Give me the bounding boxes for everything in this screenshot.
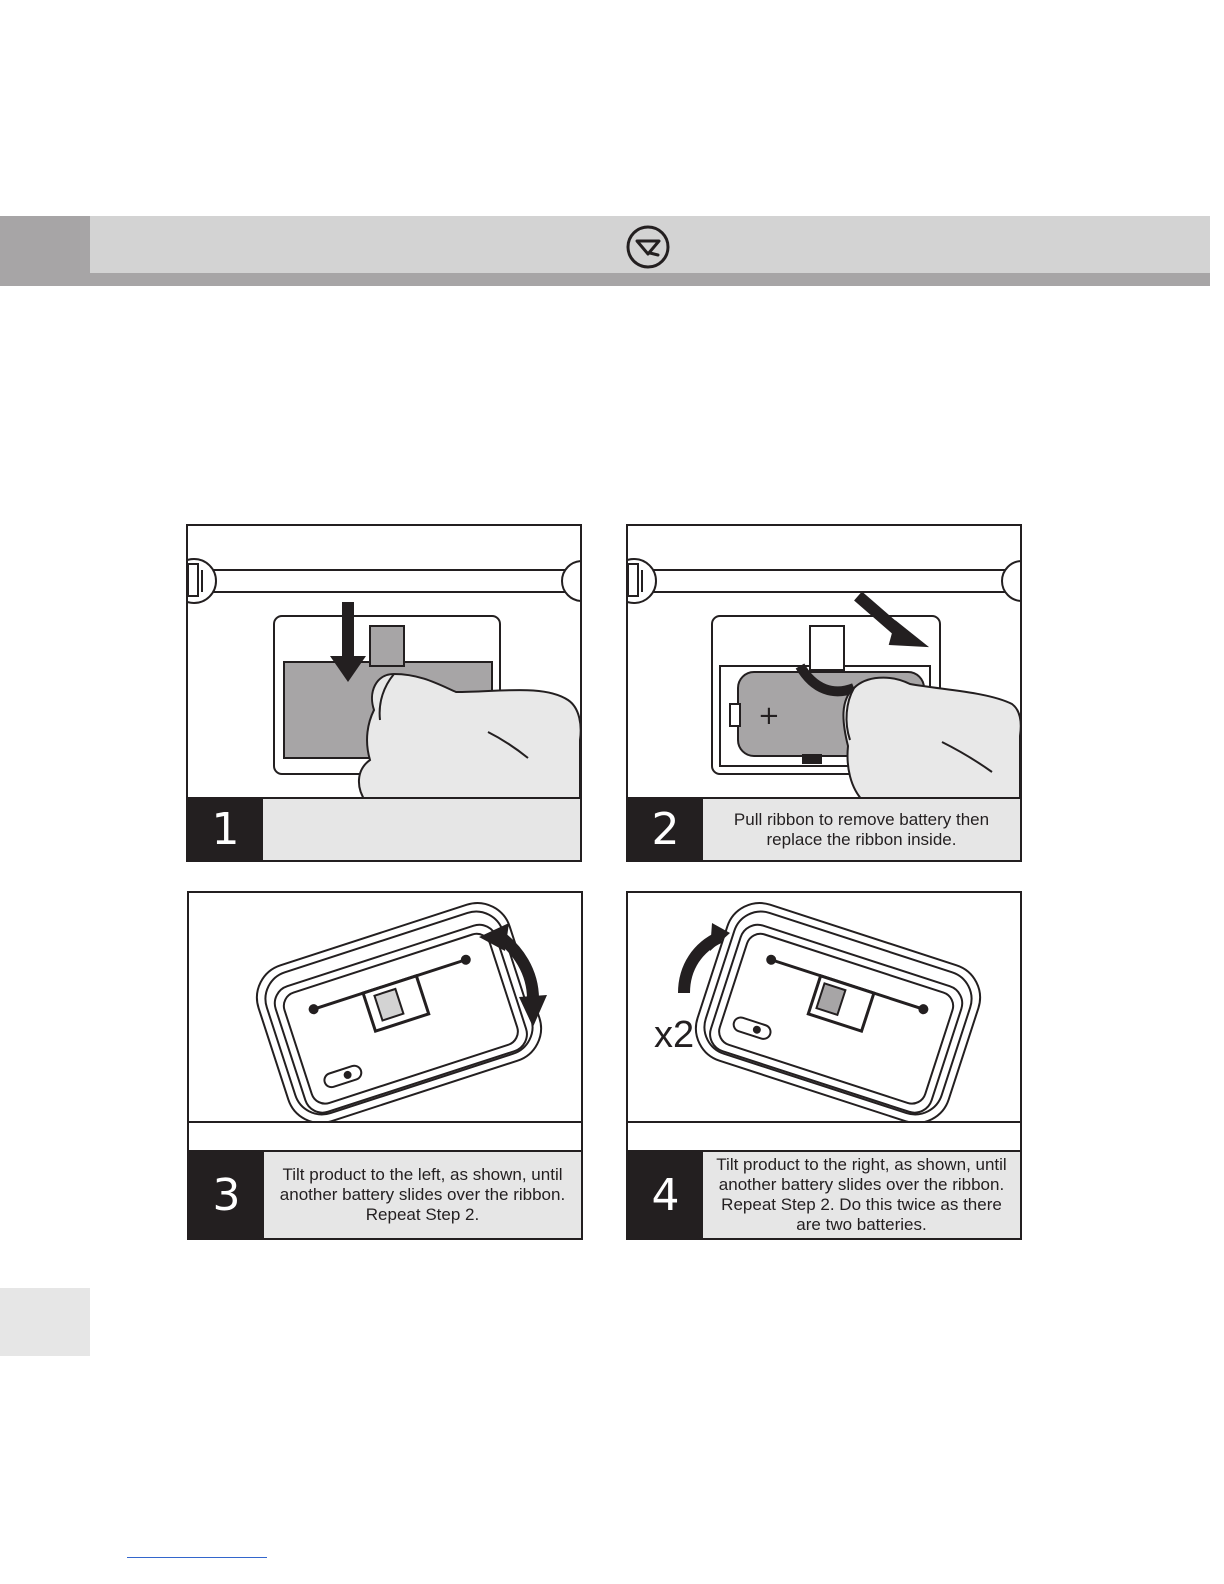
step-2-caption: 2 Pull ribbon to remove battery then rep… <box>628 797 1020 860</box>
header-bar <box>90 216 1210 273</box>
step-number: 2 <box>628 799 703 860</box>
repeat-multiplier-label: x2 <box>654 1014 694 1056</box>
step-instruction <box>263 799 580 860</box>
step-4-illustration: x2 <box>654 902 982 1123</box>
step-3-caption: 3 Tilt product to the left, as shown, un… <box>189 1150 581 1238</box>
step-4-caption: 4 Tilt product to the right, as shown, u… <box>628 1150 1020 1238</box>
brand-logo-icon <box>626 225 670 269</box>
header-underline <box>90 273 1210 286</box>
battery-plus-symbol: + <box>758 701 780 731</box>
step-panel-4: x2 4 Tilt product to the right, as shown… <box>626 891 1022 1240</box>
step-panel-2: + 2 Pull ribbon to remove battery then r… <box>626 524 1022 862</box>
step-3-illustration <box>255 902 547 1123</box>
step-instruction: Tilt product to the right, as shown, unt… <box>703 1152 1020 1238</box>
step-1-illustration <box>188 558 580 802</box>
footer-rule <box>127 1557 267 1558</box>
ground-strip <box>189 1121 581 1151</box>
step-number: 3 <box>189 1152 264 1238</box>
ground-strip <box>628 1121 1020 1151</box>
step-instruction: Tilt product to the left, as shown, unti… <box>264 1152 581 1238</box>
side-tab <box>0 1288 90 1356</box>
step-panel-3: 3 Tilt product to the left, as shown, un… <box>187 891 583 1240</box>
step-1-caption: 1 <box>188 797 580 860</box>
step-number: 1 <box>188 799 263 860</box>
header-tab <box>0 216 90 286</box>
step-instruction: Pull ribbon to remove battery then repla… <box>703 799 1020 860</box>
step-2-illustration: + <box>628 558 1020 802</box>
step-number: 4 <box>628 1152 703 1238</box>
step-panel-1: 1 <box>186 524 582 862</box>
